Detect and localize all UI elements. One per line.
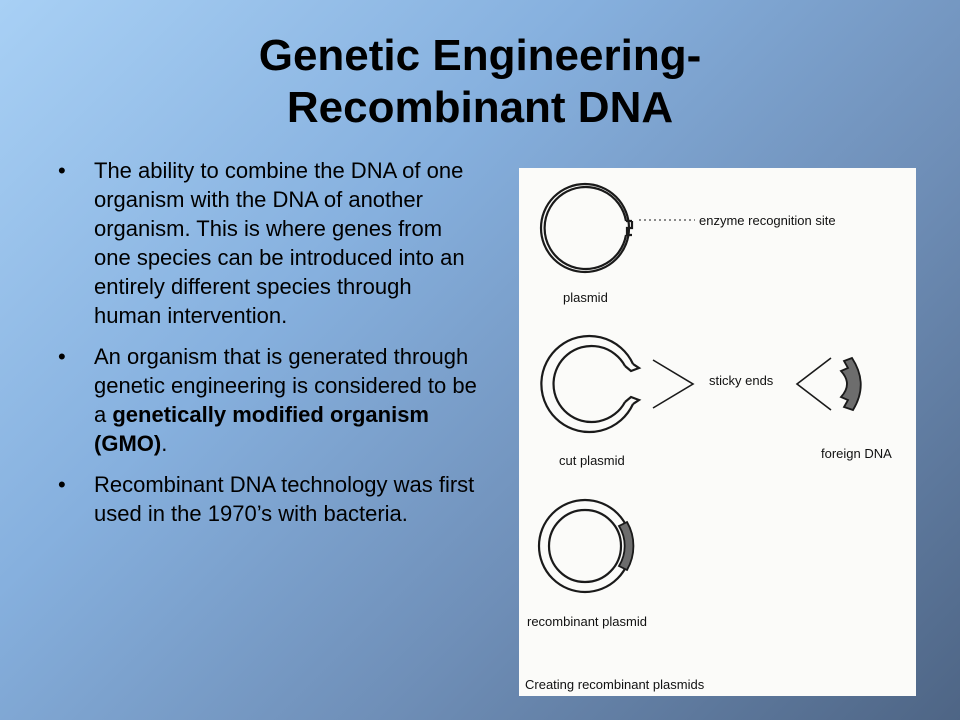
label-recombinant-plasmid: recombinant plasmid xyxy=(527,614,647,629)
bullet-text-end: . xyxy=(161,431,168,456)
cut-plasmid-diagram xyxy=(540,334,642,434)
bullet-list: The ability to combine the DNA of one or… xyxy=(58,156,478,540)
label-foreign-dna: foreign DNA xyxy=(821,446,892,461)
figure-caption: Creating recombinant plasmids xyxy=(525,677,705,692)
slide-title: Genetic Engineering- Recombinant DNA xyxy=(0,30,960,134)
label-plasmid: plasmid xyxy=(563,290,608,305)
bullet-text: An organism that is generated through ge… xyxy=(94,344,477,427)
label-cut-plasmid: cut plasmid xyxy=(559,453,625,468)
bullet-item: Recombinant DNA technology was first use… xyxy=(58,470,478,528)
sticky-ends-pointer-right xyxy=(795,357,832,411)
recombinant-plasmid-diagram xyxy=(537,498,635,594)
bullet-item: The ability to combine the DNA of one or… xyxy=(58,156,478,330)
plasmid-diagram: enzyme recognition site plasmid sticky e… xyxy=(525,182,892,692)
plasmid-diagram-intact xyxy=(539,182,634,274)
title-line-1: Genetic Engineering- xyxy=(258,31,702,80)
title-line-2: Recombinant DNA xyxy=(286,83,674,132)
label-sticky-ends: sticky ends xyxy=(709,373,774,388)
sticky-ends-pointer-left xyxy=(652,359,695,409)
label-enzyme-site: enzyme recognition site xyxy=(699,213,836,228)
bullet-text: Recombinant DNA technology was first use… xyxy=(94,472,475,526)
bullet-bold-term: genetically modified organism (GMO) xyxy=(94,402,429,456)
foreign-dna-fragment xyxy=(839,356,862,412)
bullet-text: The ability to combine the DNA of one or… xyxy=(94,158,465,328)
plasmid-figure: enzyme recognition site plasmid sticky e… xyxy=(519,168,916,696)
bullet-item: An organism that is generated through ge… xyxy=(58,342,478,458)
